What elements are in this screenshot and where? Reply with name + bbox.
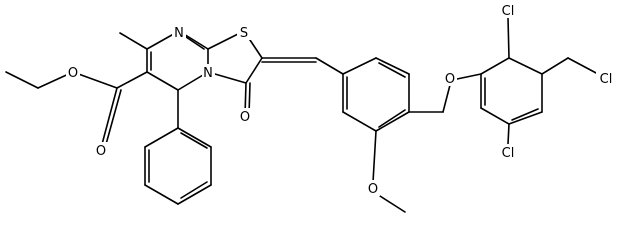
bond-7 bbox=[182, 34, 205, 50]
atom-o-ether-label: O bbox=[445, 72, 455, 87]
bond-27 bbox=[144, 184, 179, 205]
bond-17 bbox=[116, 71, 148, 89]
atom-n-top-label: N bbox=[174, 26, 184, 41]
atom-o-keto-label: O bbox=[240, 110, 250, 125]
atom-o-ester-double: O bbox=[94, 142, 108, 159]
bond-10 bbox=[245, 57, 263, 84]
bond-38 bbox=[342, 111, 377, 132]
atom-cl-right: Cl bbox=[596, 70, 616, 87]
bond-3 bbox=[146, 71, 179, 91]
atom-n-ring-label: N bbox=[203, 66, 213, 81]
bond-31 bbox=[180, 181, 208, 199]
bond-24 bbox=[177, 127, 212, 148]
bond-20 bbox=[72, 71, 118, 89]
bond-49 bbox=[508, 57, 543, 75]
bond-47 bbox=[456, 73, 482, 80]
atom-n-ring: N bbox=[202, 64, 215, 81]
bond-52 bbox=[507, 17, 510, 59]
bond-29 bbox=[144, 127, 179, 148]
bond-55 bbox=[507, 123, 510, 145]
atom-o-ester-single: O bbox=[66, 64, 80, 81]
atom-cl-top: Cl bbox=[498, 2, 518, 19]
bond-lines bbox=[5, 17, 599, 213]
atom-o-keto: O bbox=[238, 108, 252, 125]
atom-o-ester-single-label: O bbox=[68, 66, 78, 81]
atom-s-ring: S bbox=[237, 24, 251, 41]
bond-59 bbox=[511, 108, 539, 121]
bond-54 bbox=[480, 107, 510, 125]
atom-s-ring-label: S bbox=[240, 26, 248, 41]
bond-43 bbox=[372, 130, 377, 183]
atom-cl-bottom: Cl bbox=[498, 144, 518, 161]
bond-35 bbox=[375, 57, 410, 75]
atom-o-ether: O bbox=[443, 70, 457, 87]
bond-22 bbox=[5, 71, 39, 89]
bond-44 bbox=[379, 195, 406, 213]
atom-n-top: N bbox=[172, 24, 186, 41]
molecule-structure: N S N O O O O O bbox=[5, 2, 616, 213]
bond-16 bbox=[119, 32, 148, 50]
atom-o-methoxy: O bbox=[366, 180, 380, 197]
bond-48 bbox=[480, 57, 510, 75]
atom-o-methoxy-label: O bbox=[368, 182, 378, 197]
atom-cl-right-label: Cl bbox=[600, 72, 613, 87]
bond-33 bbox=[315, 57, 344, 75]
bond-41 bbox=[378, 62, 406, 78]
bond-34 bbox=[342, 57, 377, 75]
bond-30 bbox=[180, 132, 208, 149]
bond-46 bbox=[442, 84, 451, 113]
atom-o-ester-double-label: O bbox=[96, 144, 106, 159]
bond-60 bbox=[541, 57, 569, 75]
bond-26 bbox=[177, 184, 212, 205]
atom-cl-bottom-label: Cl bbox=[502, 146, 515, 161]
atom-labels: N S N O O O O O bbox=[66, 2, 616, 197]
bond-19 bbox=[104, 89, 122, 149]
bond-37 bbox=[375, 111, 410, 132]
bond-56 bbox=[508, 111, 543, 125]
bond-51 bbox=[567, 57, 599, 75]
atom-cl-top-label: Cl bbox=[502, 4, 515, 19]
bond-42 bbox=[378, 109, 406, 128]
bond-18 bbox=[100, 87, 118, 149]
